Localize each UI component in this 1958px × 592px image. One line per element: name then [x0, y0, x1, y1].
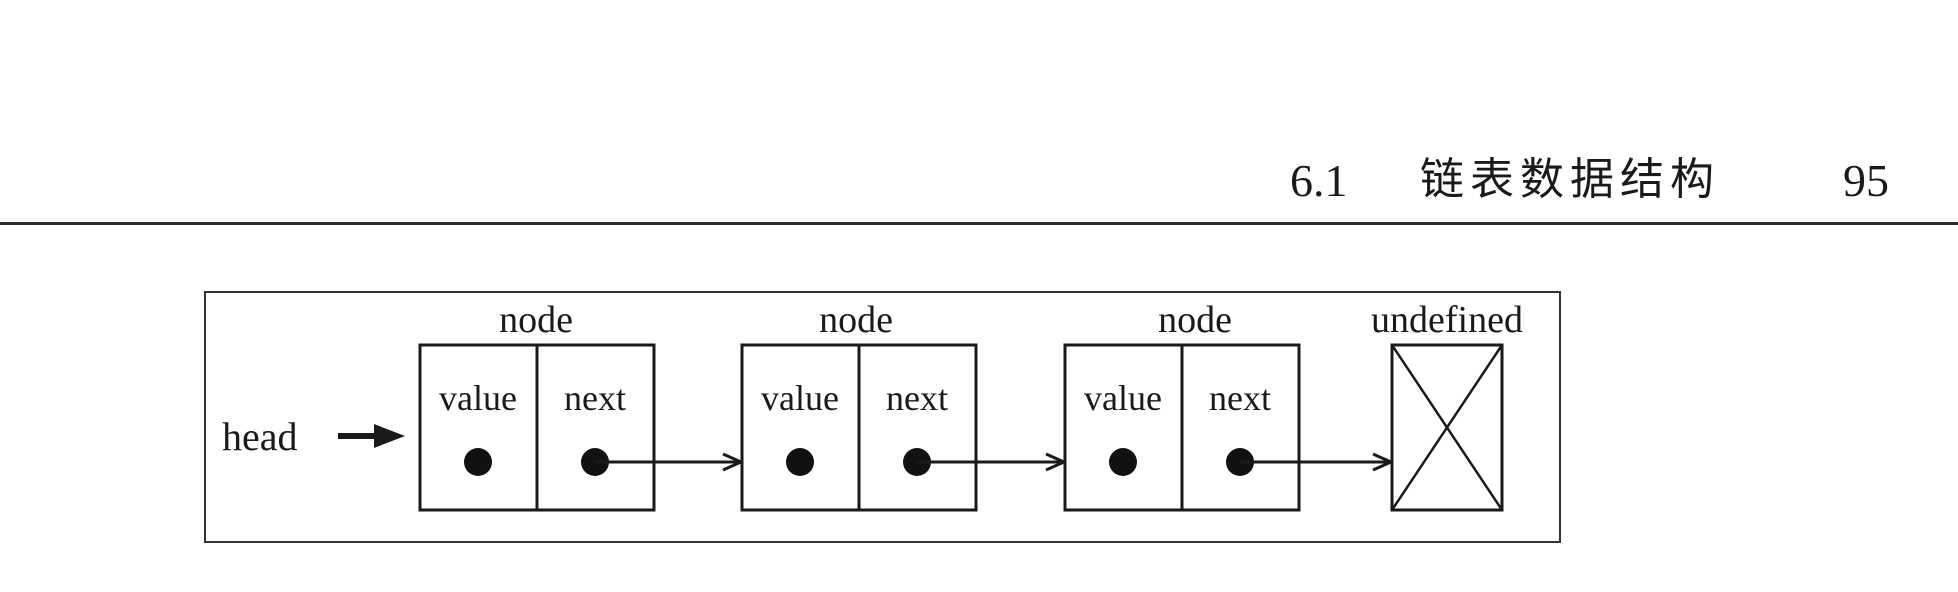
node-next-label-1: next: [564, 378, 626, 418]
node-next-label-3: next: [1209, 378, 1271, 418]
section-number: 6.1: [1290, 155, 1348, 206]
value-pointer-dot-3: [1109, 448, 1137, 476]
page-number: 95: [1843, 155, 1889, 206]
section-title: 链表数据结构: [1420, 155, 1720, 204]
node-label-1: node: [499, 299, 573, 341]
diagram-frame: [204, 291, 1561, 543]
terminal-label: undefined: [1371, 299, 1523, 341]
node-value-label-2: value: [761, 378, 839, 418]
node-label-3: node: [1158, 299, 1232, 341]
header-rule: [0, 222, 1958, 225]
head-label: head: [222, 414, 298, 459]
node-next-label-2: next: [886, 378, 948, 418]
page-header: 6.1 链表数据结构 95: [0, 150, 1958, 225]
null-box: [1390, 343, 1504, 512]
node-value-label-3: value: [1084, 378, 1162, 418]
null-cross-line-2: [1390, 344, 1504, 511]
node-value-label-1: value: [439, 378, 517, 418]
node-label-2: node: [819, 299, 893, 341]
value-pointer-dot-2: [786, 448, 814, 476]
list-node-1: node value next: [418, 299, 656, 512]
value-pointer-dot-1: [464, 448, 492, 476]
head-arrow-icon: [338, 424, 405, 448]
list-node-2: node value next: [740, 299, 978, 512]
list-node-3: node value next: [1063, 299, 1301, 512]
terminal-node: undefined: [1371, 299, 1523, 512]
